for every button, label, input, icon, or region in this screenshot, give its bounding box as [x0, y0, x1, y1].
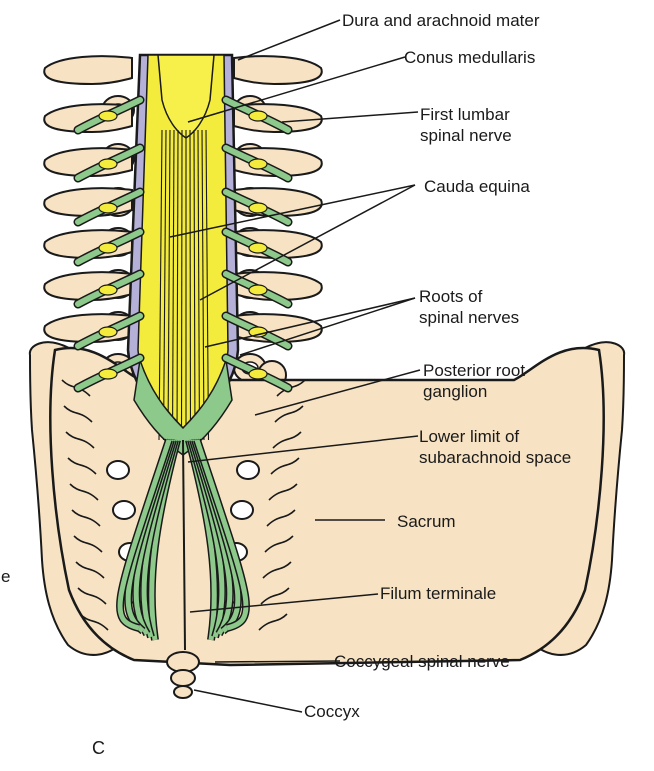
- root-ganglion-left: [99, 243, 117, 253]
- label-coccyx: Coccyx: [304, 701, 360, 722]
- label-filum: Filum terminale: [380, 583, 496, 604]
- root-ganglion-right: [249, 111, 267, 121]
- label-coccygeal: Coccygeal spinal nerve: [334, 651, 510, 672]
- label-ganglion: Posterior rootganglion: [423, 360, 525, 402]
- sacral-foramen-right: [237, 461, 259, 479]
- label-cauda-equina: Cauda equina: [424, 176, 530, 197]
- root-ganglion-right: [249, 243, 267, 253]
- root-ganglion-left: [99, 369, 117, 379]
- root-ganglion-left: [99, 327, 117, 337]
- cauda-root: [190, 130, 191, 440]
- label-panel: C: [92, 738, 105, 759]
- label-edge: e: [1, 566, 10, 587]
- cauda-root: [182, 130, 183, 440]
- label-roots: Roots ofspinal nerves: [419, 286, 519, 328]
- label-sacrum: Sacrum: [397, 511, 456, 532]
- root-ganglion-left: [99, 203, 117, 213]
- root-ganglion-right: [249, 285, 267, 295]
- sacral-foramen-right: [231, 501, 253, 519]
- leader-coccygeal: [215, 661, 340, 662]
- root-ganglion-right: [249, 369, 267, 379]
- root-ganglion-left: [99, 159, 117, 169]
- label-first-lumbar: First lumbarspinal nerve: [420, 104, 512, 146]
- label-dura: Dura and arachnoid mater: [342, 10, 540, 31]
- label-lower-limit: Lower limit ofsubarachnoid space: [419, 426, 571, 468]
- sacral-foramen-left: [113, 501, 135, 519]
- root-ganglion-right: [249, 159, 267, 169]
- sacral-foramen-left: [107, 461, 129, 479]
- root-ganglion-right: [249, 203, 267, 213]
- root-ganglion-left: [99, 111, 117, 121]
- label-conus: Conus medullaris: [404, 47, 535, 68]
- root-ganglion-left: [99, 285, 117, 295]
